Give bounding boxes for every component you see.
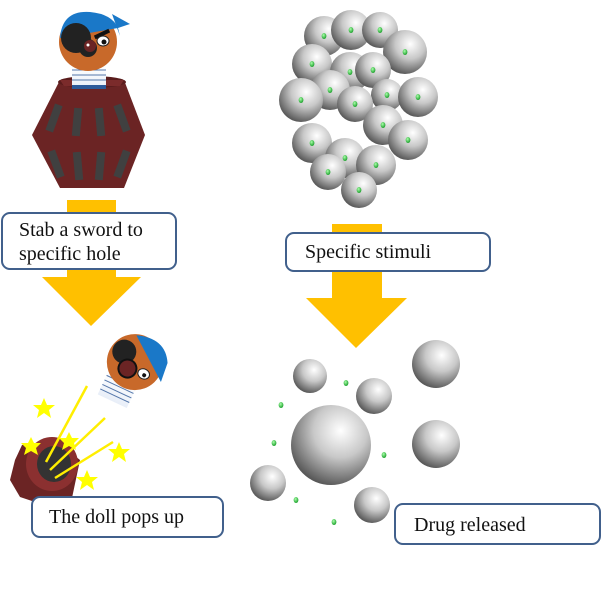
released-nanoparticle <box>356 378 392 414</box>
drug-dot <box>327 87 333 93</box>
drug-dot <box>309 140 315 146</box>
drug-dot <box>348 27 354 33</box>
drug-dot <box>293 497 299 503</box>
drug-dot <box>373 162 379 168</box>
drug-dot <box>384 92 390 98</box>
released-nanoparticle <box>354 487 390 523</box>
pirate-doll-popped-icon <box>97 334 168 408</box>
drug-dot <box>381 452 387 458</box>
drug-dot <box>325 169 331 175</box>
drug-dot <box>415 94 421 100</box>
drug-dot <box>356 187 362 193</box>
stars <box>21 398 130 490</box>
barrel-popped-icon <box>10 437 80 505</box>
drug-dot <box>347 69 353 75</box>
particles-released <box>250 340 460 525</box>
drug-dot <box>271 440 277 446</box>
label-drug-released: Drug released <box>394 503 601 545</box>
drug-dot <box>321 33 327 39</box>
pirate-doll-top-icon <box>59 11 130 89</box>
label-stab-sword-line2: specific hole <box>19 243 121 265</box>
released-nanoparticle <box>293 359 327 393</box>
released-nanoparticle <box>291 405 371 485</box>
released-nanoparticle <box>412 420 460 468</box>
drug-dot <box>278 402 284 408</box>
label-doll-pops-up: The doll pops up <box>31 496 224 538</box>
drug-dot <box>370 67 376 73</box>
label-stab-sword: Stab a sword to specific hole <box>1 212 177 270</box>
released-nanoparticle <box>412 340 460 388</box>
label-specific-stimuli: Specific stimuli <box>285 232 491 272</box>
drug-dot <box>377 27 383 33</box>
drug-dot <box>342 155 348 161</box>
label-stab-sword-line1: Stab a sword to <box>19 219 143 241</box>
label-drug-released-text: Drug released <box>414 514 526 536</box>
drug-dot <box>405 137 411 143</box>
released-nanoparticle <box>250 465 286 501</box>
drug-dot <box>352 101 358 107</box>
label-doll-pops-up-text: The doll pops up <box>49 506 184 528</box>
drug-dot <box>343 380 349 386</box>
drug-dot <box>402 49 408 55</box>
barrel-top-icon <box>32 76 145 188</box>
drug-dot <box>309 61 315 67</box>
label-specific-stimuli-text: Specific stimuli <box>305 241 432 263</box>
drug-dot <box>298 97 304 103</box>
drug-dot <box>380 122 386 128</box>
drug-dot <box>331 519 337 525</box>
particle-cluster <box>279 10 438 208</box>
burst-lines <box>44 385 114 480</box>
